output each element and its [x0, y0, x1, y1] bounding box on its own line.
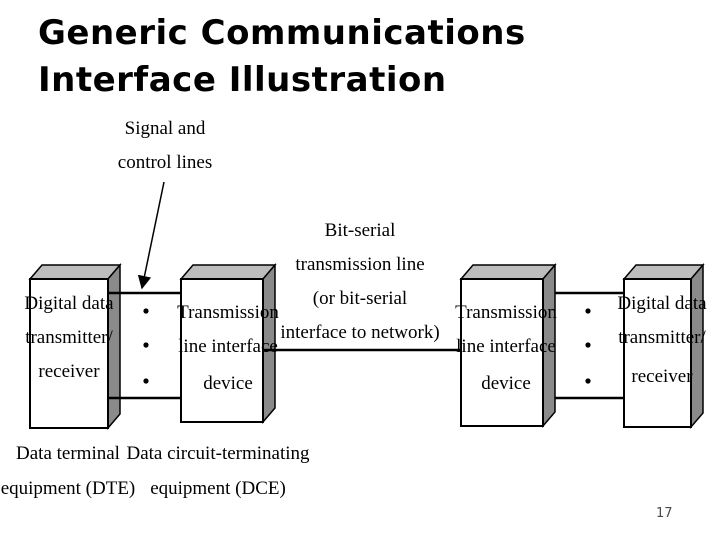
right-dce-box: Transmission line interface device: [455, 262, 557, 429]
callout-arrow: [137, 181, 165, 290]
right-dce-label-line-2: line interface: [456, 336, 556, 357]
transmission-line-label-line-2: transmission line: [295, 254, 424, 275]
dte-caption-line-2: equipment (DTE): [1, 478, 136, 499]
signal-control-label-line-2: control lines: [118, 152, 212, 173]
dce-caption-line-1: Data circuit-terminating: [126, 443, 310, 464]
right-dte-label-line-2: transmitter/: [618, 327, 706, 348]
left-dte-box: Digital data transmitter/ receiver: [24, 262, 122, 431]
left-signal-lines: [108, 291, 181, 400]
transmission-line-label-line-3: (or bit-serial: [313, 288, 407, 309]
left-dce-label-line-2: line interface: [178, 336, 278, 357]
slide-title: Generic Communications Interface Illustr…: [38, 10, 526, 104]
left-dce-box: Transmission line interface device: [177, 262, 279, 425]
left-dce-label-line-1: Transmission: [177, 302, 279, 323]
right-signal-lines: [555, 291, 624, 400]
right-dte-label-line-3: receiver: [631, 366, 693, 387]
left-dte-label-line-3: receiver: [38, 361, 100, 382]
right-dce-label-line-3: device: [481, 373, 531, 394]
slide-title-line-2: Interface Illustration: [38, 60, 447, 100]
slide-title-line-1: Generic Communications: [38, 13, 526, 53]
dce-caption-line-2: equipment (DCE): [150, 478, 286, 499]
signal-control-label-line-1: Signal and: [125, 118, 206, 139]
page-number: 17: [656, 506, 673, 521]
right-dce-label-line-1: Transmission: [455, 302, 557, 323]
dte-caption-line-1: Data terminal: [16, 443, 120, 464]
left-dte-label-line-2: transmitter/: [25, 327, 113, 348]
left-dte-label-line-1: Digital data: [24, 293, 114, 314]
right-dte-label-line-1: Digital data: [617, 293, 707, 314]
transmission-line-label-line-1: Bit-serial: [325, 220, 396, 241]
left-dce-label-line-3: device: [203, 373, 253, 394]
transmission-line-label-line-4: interface to network): [280, 322, 439, 343]
right-dte-box: Digital data transmitter/ receiver: [617, 262, 707, 430]
